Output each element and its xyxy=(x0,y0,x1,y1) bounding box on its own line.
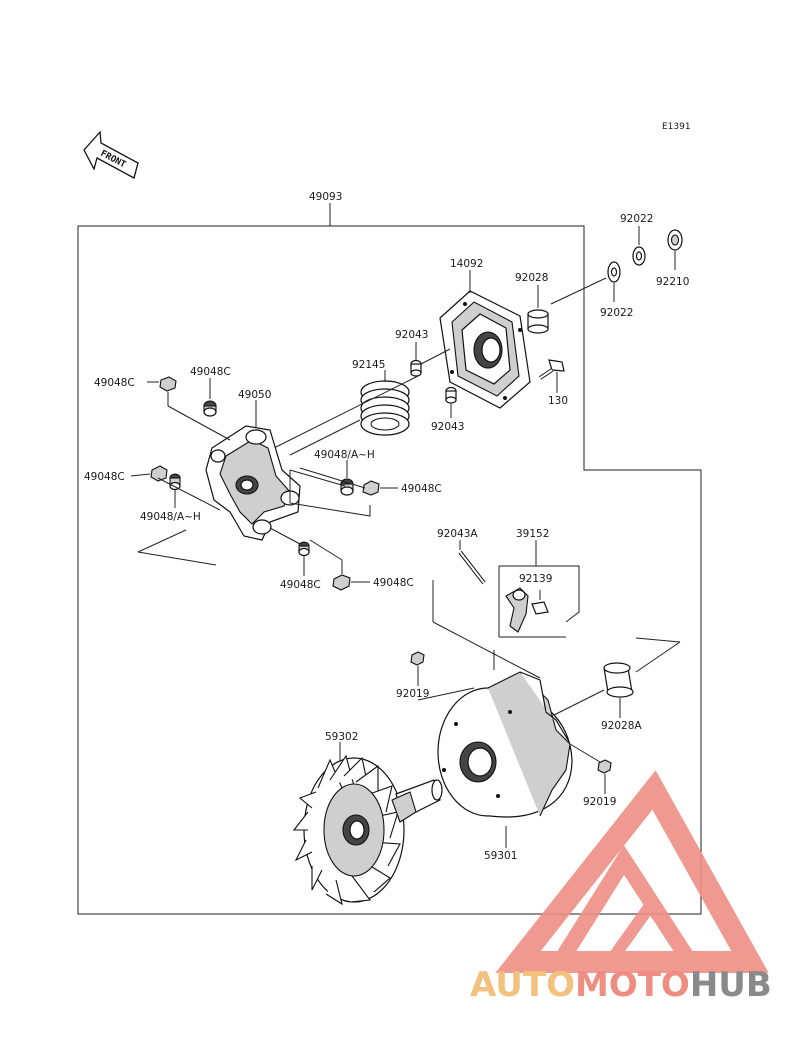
nut-49048c-5 xyxy=(298,541,310,557)
nut-49048c-6 xyxy=(332,574,351,591)
label-49048c-2: 49048C xyxy=(190,366,231,378)
label-49048ah-left: 49048/A~H xyxy=(140,511,201,523)
nut-49048c-4 xyxy=(362,480,380,496)
label-49048c-6: 49048C xyxy=(373,577,414,589)
watermark-auto: AUTO xyxy=(470,965,575,1005)
diagram-code: E1391 xyxy=(662,122,691,132)
label-49050: 49050 xyxy=(238,389,271,401)
label-14092: 14092 xyxy=(450,258,483,270)
label-92028A: 92028A xyxy=(601,720,642,732)
spider-49050 xyxy=(205,425,301,541)
nut-49048c-3 xyxy=(150,465,168,482)
watermark-hub: HUB xyxy=(690,965,772,1005)
label-49048ah-right: 49048/A~H xyxy=(314,449,375,461)
nut-92019-upper xyxy=(410,651,425,666)
bushing-92028 xyxy=(527,309,549,334)
nut-49048c-2 xyxy=(203,400,217,417)
label-92022-lower: 92022 xyxy=(600,307,633,319)
label-92022-top: 92022 xyxy=(620,213,653,225)
weight-92139 xyxy=(505,587,549,633)
nut-49048ah-left xyxy=(169,473,181,491)
label-49093: 49093 xyxy=(309,191,342,203)
label-92139: 92139 xyxy=(519,573,552,585)
label-92043A: 92043A xyxy=(437,528,478,540)
label-49048c-1: 49048C xyxy=(94,377,135,389)
label-92019-upper: 92019 xyxy=(396,688,429,700)
label-49048c-5: 49048C xyxy=(280,579,321,591)
label-49048c-4: 49048C xyxy=(401,483,442,495)
label-130: 130 xyxy=(548,395,568,407)
assembly-outline xyxy=(77,203,702,915)
bolt-130 xyxy=(538,359,565,380)
label-92145: 92145 xyxy=(352,359,385,371)
label-59301: 59301 xyxy=(484,850,517,862)
cover-14092 xyxy=(439,290,531,409)
pin-92043-lower xyxy=(445,386,457,404)
label-92210: 92210 xyxy=(656,276,689,288)
sheave-59301 xyxy=(437,671,573,818)
nut-92019-lower xyxy=(597,759,612,774)
automotohub-logo xyxy=(495,770,769,973)
label-39152: 39152 xyxy=(516,528,549,540)
label-92043-upper: 92043 xyxy=(395,329,428,341)
label-92028: 92028 xyxy=(515,272,548,284)
ring-92210 xyxy=(667,229,683,251)
spring-92145 xyxy=(360,380,410,436)
nut-49048c-1 xyxy=(159,376,177,392)
front-arrow-icon: FRONT xyxy=(83,130,139,179)
label-59302: 59302 xyxy=(325,731,358,743)
label-92043-lower: 92043 xyxy=(431,421,464,433)
washer-92022-top xyxy=(632,246,646,266)
bushing-92028a xyxy=(603,662,634,698)
label-49048c-3: 49048C xyxy=(84,471,125,483)
pin-92043-upper xyxy=(410,359,422,377)
sheave-59302 xyxy=(292,754,443,906)
label-92019-lower: 92019 xyxy=(583,796,616,808)
roller-box-39152 xyxy=(498,565,580,638)
watermark-text: AUTOMOTOHUB xyxy=(470,965,772,1005)
watermark-moto: MOTO xyxy=(575,965,690,1005)
shaft-92043a xyxy=(458,550,486,585)
washer-92022-lower xyxy=(607,261,621,283)
